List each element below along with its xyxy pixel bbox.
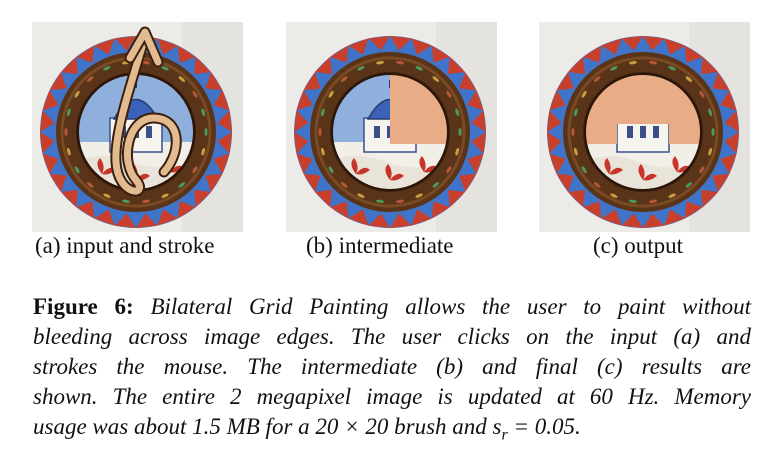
figure-caption: Figure 6: Bilateral Grid Painting allows… [33, 292, 751, 451]
panel-output [539, 22, 750, 232]
subcaption-a: (a) input and stroke [35, 233, 215, 258]
caption-line-4: shown. The entire 2 megapixel image is u… [33, 384, 751, 409]
plate-image-output [539, 22, 750, 232]
caption-line-2: bleeding across image edges. The user cl… [33, 324, 751, 349]
panel-intermediate [286, 22, 497, 232]
stroke-arrowhead [126, 28, 162, 66]
caption-line-5: usage was about 1.5 MB for a 20 × 20 bru… [33, 414, 581, 444]
figure-label: Figure 6: [33, 294, 134, 319]
plate-image-input [32, 22, 243, 232]
plate-image-intermediate [286, 22, 497, 232]
caption-line-3: strokes the mouse. The intermediate (b) … [33, 354, 751, 379]
panel-input [32, 22, 243, 232]
caption-line-1: Figure 6: Bilateral Grid Painting allows… [33, 294, 752, 319]
paint-stroke [112, 36, 180, 195]
subcaption-c: (c) output [593, 233, 684, 258]
subcaption-b: (b) intermediate [306, 233, 454, 258]
